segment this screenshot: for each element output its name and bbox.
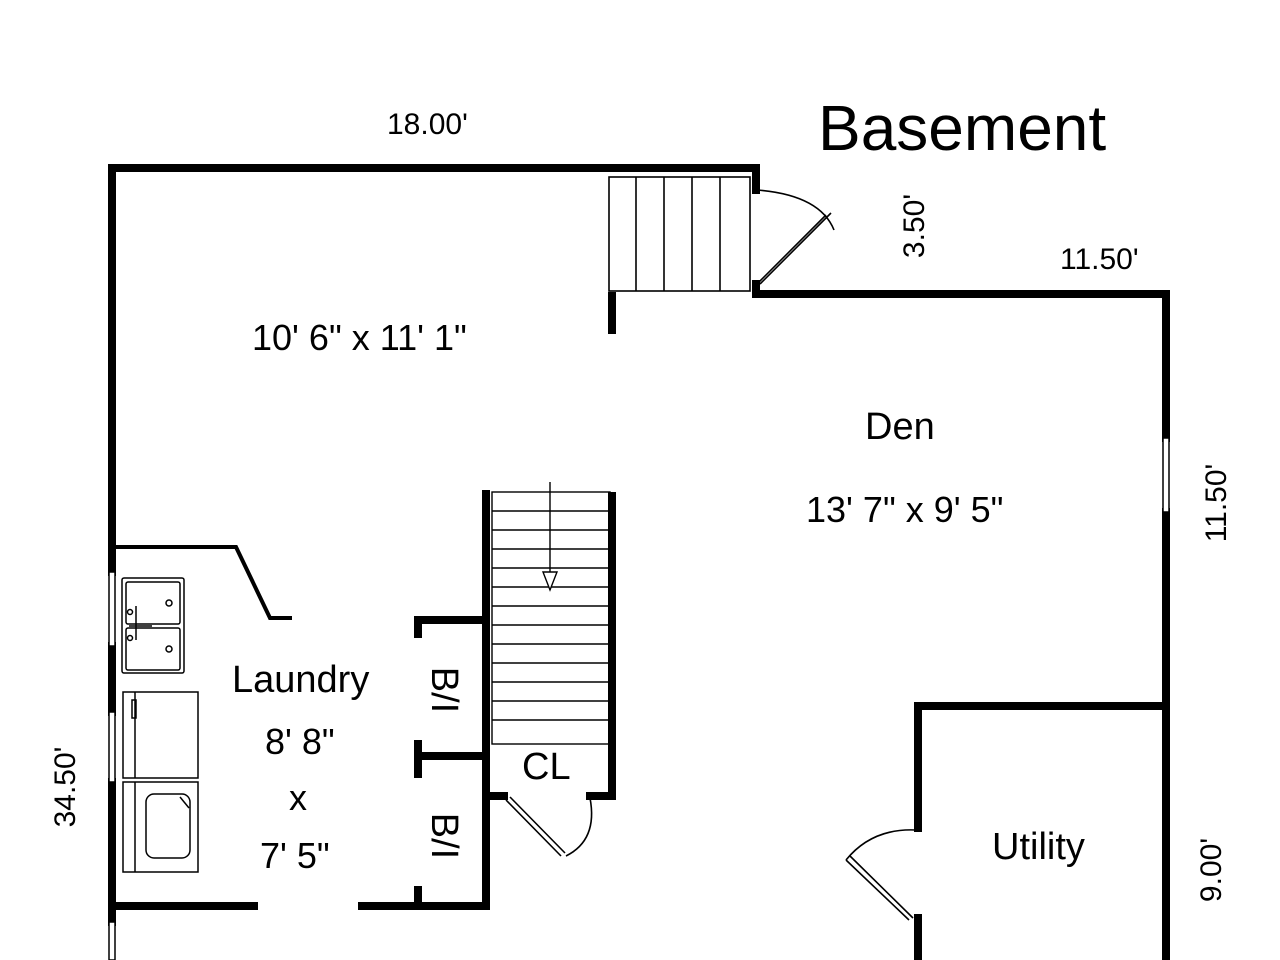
top-width-dimension: 18.00'	[387, 108, 468, 141]
laundry-counter	[114, 545, 292, 620]
right-top-width-dimension: 11.50'	[1060, 243, 1139, 276]
built-in-upper-label: B/I	[423, 666, 465, 714]
utility-wall-dimension: 9.00'	[1195, 837, 1228, 903]
left-wall-dimension: 34.50'	[49, 746, 82, 828]
walls	[108, 164, 1170, 960]
washer	[122, 691, 199, 779]
laundry-height: 7' 5"	[260, 835, 330, 876]
den-name: Den	[865, 406, 935, 448]
lower-stairs	[491, 482, 611, 745]
laundry-width: 8' 8"	[265, 721, 335, 762]
plan-title: Basement	[818, 92, 1107, 164]
doors	[505, 189, 917, 921]
right-wall-dimension: 11.50'	[1200, 463, 1233, 543]
utility-label: Utility	[992, 826, 1085, 868]
laundry-name: Laundry	[232, 659, 370, 701]
closet-label: CL	[522, 746, 571, 788]
laundry-by: x	[289, 777, 307, 818]
built-in-lower-label: B/I	[423, 812, 465, 860]
laundry-sink	[121, 577, 185, 674]
upper-stairs	[608, 176, 751, 292]
windows	[108, 437, 1170, 960]
main-room-size: 10' 6" x 11' 1"	[252, 317, 467, 358]
dryer	[122, 781, 199, 873]
den-size: 13' 7" x 9' 5"	[806, 489, 1004, 530]
stair-offset-dimension: 3.50'	[898, 193, 931, 259]
